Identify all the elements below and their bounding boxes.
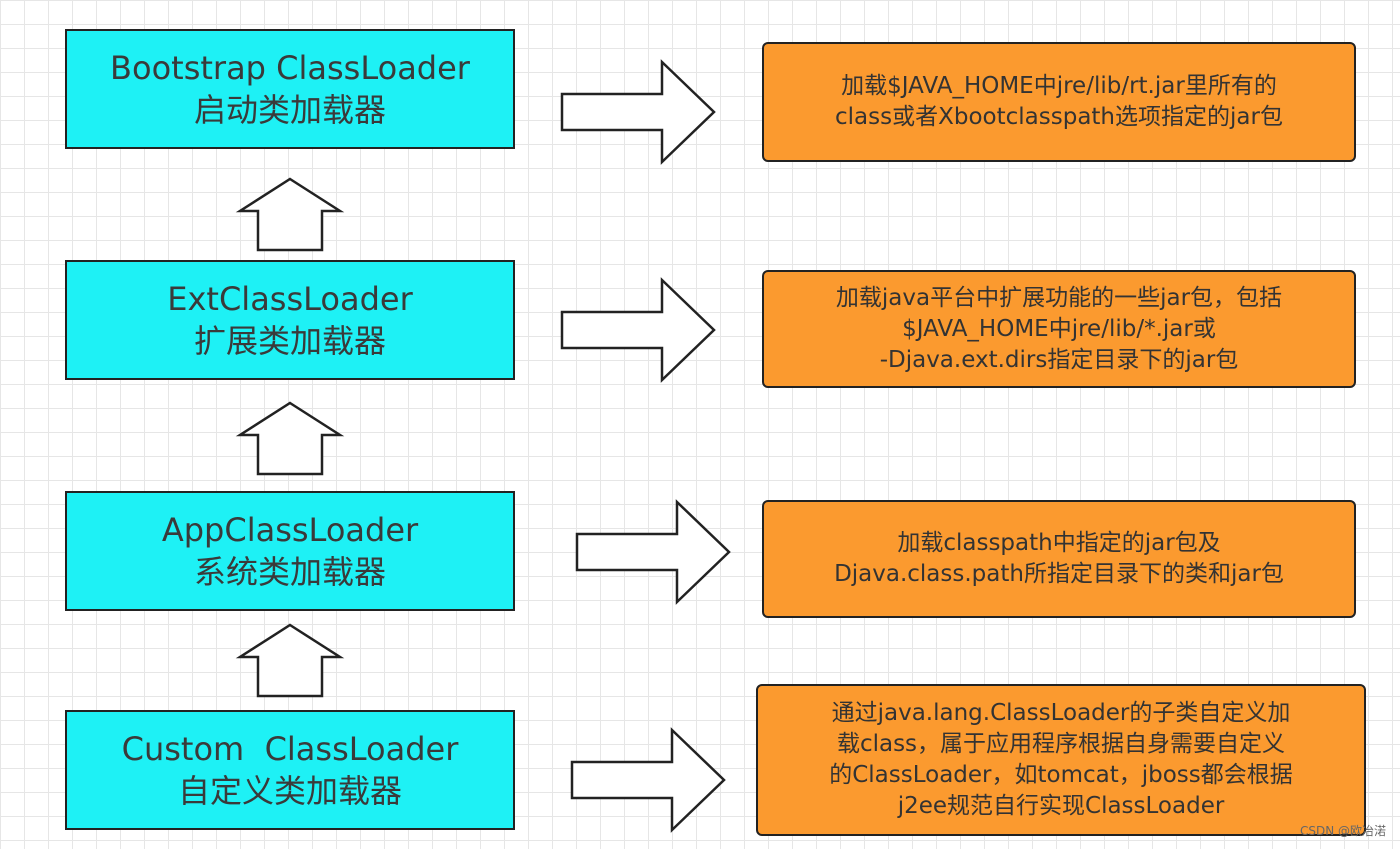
description-line: j2ee规范自行实现ClassLoader xyxy=(897,793,1225,819)
right-arrow-icon xyxy=(570,727,726,833)
loader-box-app: AppClassLoader 系统类加载器 xyxy=(65,491,515,611)
description-line: 载class，属于应用程序根据自身需要自定义 xyxy=(836,731,1286,757)
description-line: 加载classpath中指定的jar包及 xyxy=(897,530,1221,556)
loader-cn-name: 系统类加载器 xyxy=(193,553,386,591)
up-arrow-icon xyxy=(235,623,345,698)
description-line: -Djava.ext.dirs指定目录下的jar包 xyxy=(879,346,1239,373)
loader-name: ExtClassLoader xyxy=(167,280,413,318)
description-line: 加载java平台中扩展功能的一些jar包，包括 xyxy=(835,284,1283,311)
description-box-bootstrap: 加载$JAVA_HOME中jre/lib/rt.jar里所有的 class或者X… xyxy=(762,42,1356,162)
description-line: class或者Xbootclasspath选项指定的jar包 xyxy=(835,104,1283,130)
right-arrow-icon xyxy=(560,59,716,165)
description-line: Djava.class.path所指定目录下的类和jar包 xyxy=(834,561,1284,587)
loader-box-custom: Custom ClassLoader 自定义类加载器 xyxy=(65,710,515,830)
right-arrow-icon xyxy=(575,499,731,605)
loader-box-ext: ExtClassLoader 扩展类加载器 xyxy=(65,260,515,380)
loader-name: AppClassLoader xyxy=(161,511,419,549)
up-arrow-icon xyxy=(235,401,345,476)
description-line: 加载$JAVA_HOME中jre/lib/rt.jar里所有的 xyxy=(841,73,1277,99)
loader-name: Custom ClassLoader xyxy=(121,730,459,768)
description-line: 通过java.lang.ClassLoader的子类自定义加 xyxy=(831,700,1291,726)
description-box-custom: 通过java.lang.ClassLoader的子类自定义加 载class，属于… xyxy=(756,684,1366,836)
loader-cn-name: 扩展类加载器 xyxy=(193,322,386,360)
right-arrow-icon xyxy=(560,277,716,383)
loader-box-bootstrap: Bootstrap ClassLoader 启动类加载器 xyxy=(65,29,515,149)
loader-name: Bootstrap ClassLoader xyxy=(110,49,470,87)
description-box-ext: 加载java平台中扩展功能的一些jar包，包括 $JAVA_HOME中jre/l… xyxy=(762,270,1356,388)
loader-cn-name: 自定义类加载器 xyxy=(177,772,402,810)
loader-cn-name: 启动类加载器 xyxy=(193,91,386,129)
description-line: 的ClassLoader，如tomcat，jboss都会根据 xyxy=(829,762,1293,788)
description-line: $JAVA_HOME中jre/lib/*.jar或 xyxy=(902,315,1216,342)
up-arrow-icon xyxy=(235,177,345,252)
description-box-app: 加载classpath中指定的jar包及 Djava.class.path所指定… xyxy=(762,500,1356,618)
watermark: CSDN @欧冶渃 xyxy=(1299,824,1386,838)
